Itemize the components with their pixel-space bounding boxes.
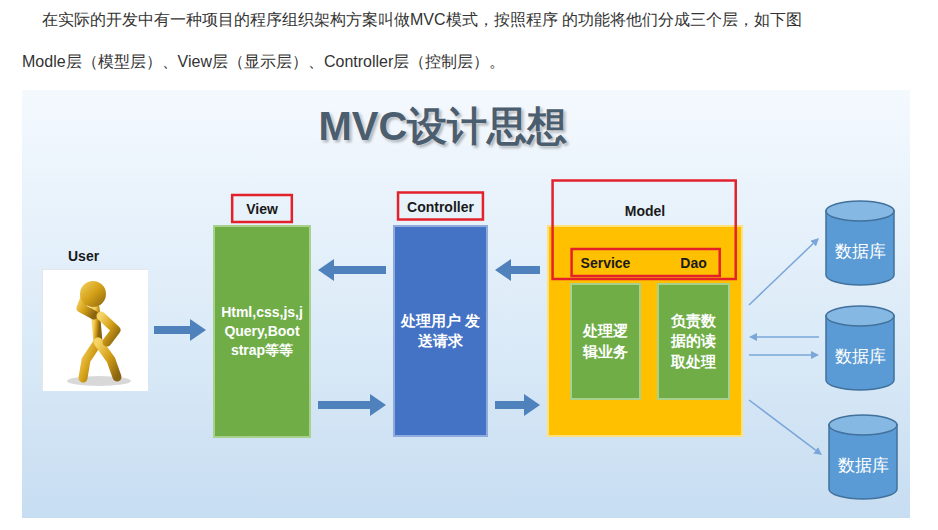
- database-label: 数据库: [835, 345, 886, 368]
- cylinder-top: [826, 306, 894, 326]
- layer-heading: View: [246, 201, 278, 217]
- service-box: Service 处理逻 辑业务: [570, 243, 641, 400]
- shape-body: 处理用户 发送请求: [393, 225, 488, 437]
- data-arrow: [757, 336, 819, 338]
- paragraph-text: Modle层（模型层）、View层（显示层）、Controller层（控制层）。: [22, 51, 505, 73]
- data-arrow: [749, 400, 816, 450]
- figure-limb: [83, 342, 98, 378]
- view-box: ViewHtml,css,js,j Query,Boot strap等等: [213, 193, 311, 438]
- controller-box: Controller 处理用户 发送请求: [393, 188, 488, 437]
- cylinder-label-holder: 数据库: [828, 434, 898, 496]
- paragraph-text: 在实际的开发中有一种项目的程序组织架构方案叫做MVC模式，按照程序 的功能将他们…: [42, 9, 802, 31]
- cylinder-top: [826, 201, 894, 221]
- layer-description: 负责数 据的读 取处理: [662, 311, 725, 372]
- database-cylinder: 数据库: [828, 414, 898, 500]
- cylinder-label-holder: 数据库: [825, 325, 895, 387]
- flow-arrow: [334, 266, 386, 274]
- heading-holder: User: [42, 243, 147, 269]
- flow-arrow: [318, 401, 370, 409]
- layer-heading: User: [68, 248, 99, 264]
- layer-description: Html,css,js,j Query,Boot strap等等: [218, 303, 306, 360]
- flow-arrow: [154, 326, 190, 334]
- diagram-title: MVC设计思想: [243, 102, 643, 150]
- layer-heading: Model: [625, 203, 665, 219]
- heading-holder: Controller: [369, 188, 512, 225]
- heading-holder: Service: [546, 243, 665, 283]
- cylinder-label-holder: 数据库: [825, 220, 895, 282]
- database-cylinder: 数据库: [825, 305, 895, 391]
- shape-body: Html,css,js,j Query,Boot strap等等: [213, 225, 311, 438]
- figure-ground: [43, 270, 148, 391]
- database-label: 数据库: [835, 240, 886, 263]
- data-arrow: [749, 244, 813, 305]
- flow-arrow: [495, 401, 524, 409]
- layer-description: 处理逻 辑业务: [575, 321, 636, 362]
- user-illustration: [43, 270, 148, 391]
- heading-holder: Model: [523, 196, 767, 225]
- highlight-box: [232, 195, 292, 222]
- flow-arrow: [511, 266, 540, 274]
- model-box: ModelService 处理逻 辑业务 Dao 负责数 据的读 取处理: [547, 196, 743, 437]
- database-label: 数据库: [838, 454, 889, 477]
- dao-box: Dao 负责数 据的读 取处理: [657, 243, 730, 400]
- figure-limb: [101, 316, 116, 342]
- heading-holder: Dao: [633, 243, 754, 283]
- shape-body: 负责数 据的读 取处理: [657, 283, 730, 400]
- figure-limb: [98, 342, 117, 377]
- highlight-box: [553, 181, 736, 280]
- shape-body: [42, 269, 147, 390]
- user-figure: User: [42, 243, 147, 390]
- heading-holder: View: [189, 193, 335, 225]
- cylinder-top: [829, 415, 897, 435]
- data-arrow: [749, 354, 811, 356]
- shape-body: 处理逻 辑业务: [570, 283, 641, 400]
- highlight-box: [398, 193, 483, 220]
- layer-heading: Dao: [680, 255, 706, 271]
- figure-head: [80, 281, 106, 307]
- database-cylinder: 数据库: [825, 200, 895, 286]
- layer-description: 处理用户 发送请求: [398, 311, 483, 352]
- highlight-box: [572, 249, 720, 276]
- layer-heading: Controller: [407, 199, 474, 215]
- layer-heading: Service: [581, 255, 631, 271]
